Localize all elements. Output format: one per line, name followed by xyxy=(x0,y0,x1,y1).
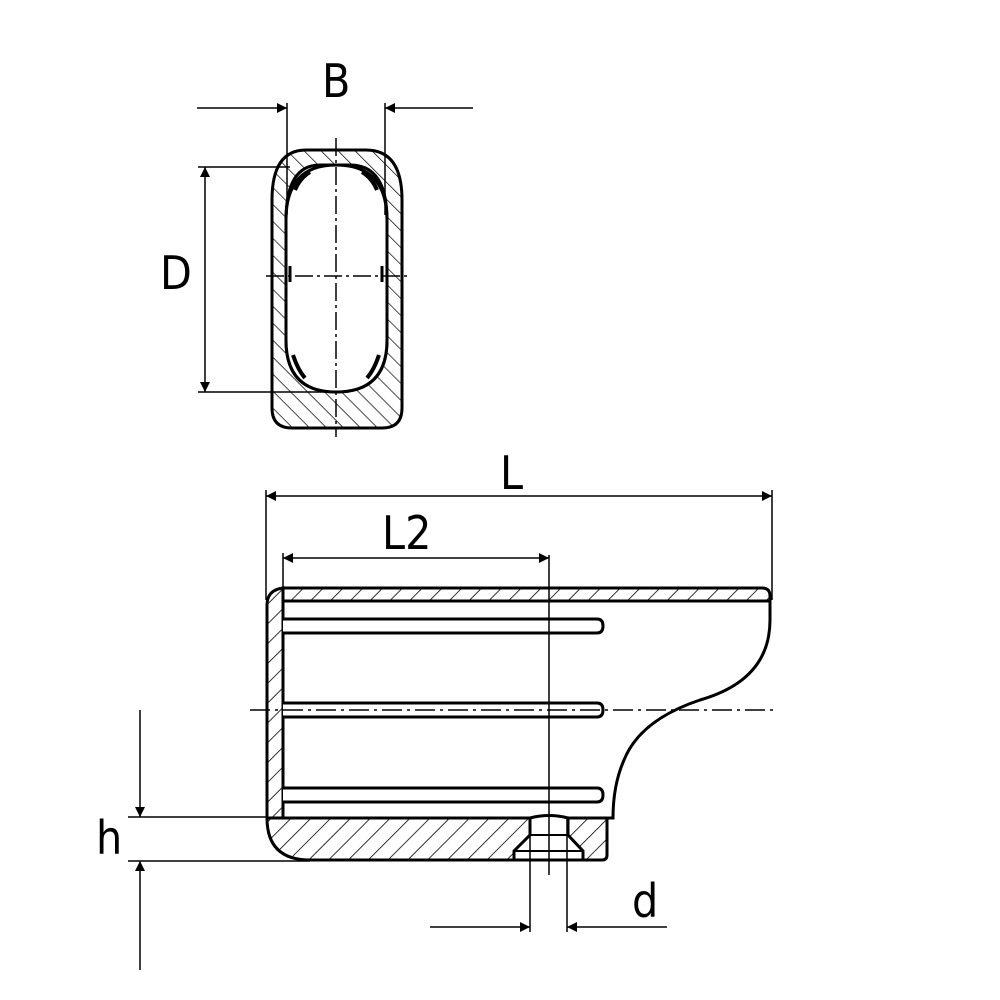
dimension-B xyxy=(197,103,473,215)
right-profile xyxy=(607,596,772,820)
left-wall xyxy=(265,586,285,820)
rib-bottom xyxy=(283,786,605,804)
dimension-D xyxy=(198,166,336,393)
label-d: d xyxy=(632,874,659,928)
label-L2: L2 xyxy=(382,506,432,560)
dimension-h xyxy=(128,710,310,970)
dimension-L2 xyxy=(282,553,549,600)
label-h: h xyxy=(96,811,123,865)
label-D: D xyxy=(160,246,192,300)
side-section-view xyxy=(128,490,775,970)
label-L: L xyxy=(500,446,524,500)
dimension-L xyxy=(265,490,773,600)
cross-section-view xyxy=(197,103,473,437)
label-B: B xyxy=(322,54,351,108)
rib-top xyxy=(283,617,605,635)
top-wall xyxy=(281,586,772,603)
